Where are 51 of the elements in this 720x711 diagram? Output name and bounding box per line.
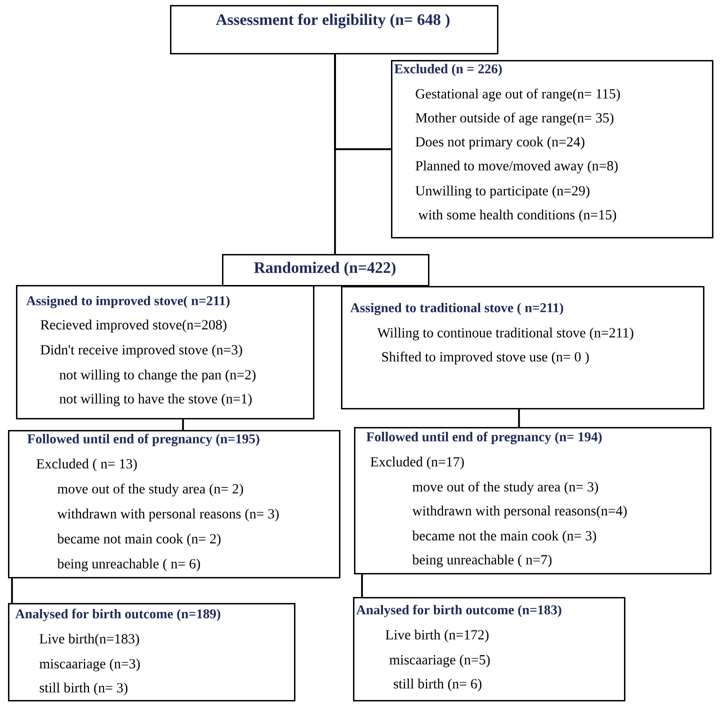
heading: Assigned to traditional stove ( n=211) (350, 302, 564, 316)
flow-box (391, 60, 714, 238)
flow-box (353, 597, 626, 702)
text-line: miscaariage (n=3) (40, 658, 140, 672)
text-line: with some health conditions (n=15) (418, 210, 616, 222)
flow-box (8, 603, 296, 702)
text-line: Gestational age out of range(n= 115) (416, 88, 620, 102)
text-line: being unreachable ( n=7) (412, 554, 552, 568)
text-line: Recieved improved stove(n=208) (40, 320, 226, 332)
text-line: not willing to change the pan (n=2) (60, 370, 256, 382)
heading: Randomized (n=422) (254, 262, 396, 276)
flow-box (170, 5, 498, 54)
text-line: Excluded ( n= 13) (36, 458, 137, 472)
text-line: Does not primary cook (n=24) (416, 136, 584, 150)
text-line: Shifted to improved stove use (n= 0 ) (382, 352, 589, 364)
heading: Assigned to improved stove( n=211) (26, 296, 230, 308)
text-line: being unreachable ( n= 6) (57, 558, 200, 572)
flow-box (8, 430, 340, 578)
heading: Analysed for birth outcome (n=183) (356, 604, 562, 618)
heading: Assessment for eligibility (n= 648 ) (216, 14, 450, 28)
text-line: move out of the study area (n= 2) (58, 484, 244, 496)
text-line: Unwilling to participate (n=29) (416, 186, 590, 198)
text-line: Live birth(n=183) (40, 634, 140, 646)
flow-box (222, 254, 430, 286)
text-line: withdrawn with personal reasons (n= 3) (57, 508, 279, 522)
connector-line (182, 419, 184, 430)
connector-line (334, 54, 391, 150)
text-line: became not the main cook (n= 3) (412, 530, 596, 544)
text-line: not willing to have the stove (n=1) (60, 394, 252, 406)
text-line: move out of the study area (n= 3) (412, 482, 598, 494)
heading: Followed until end of pregnancy (n= 194) (366, 432, 602, 444)
text-line: Live birth (n=172) (386, 630, 489, 642)
text-line: Mother outside of age range(n= 35) (416, 112, 614, 126)
connector-line (11, 578, 13, 603)
flow-box (16, 285, 314, 420)
text-line: still birth (n= 3) (40, 682, 128, 696)
text-line: Excluded (n=17) (370, 456, 464, 470)
flow-box (354, 427, 712, 574)
text-line: Planned to move/moved away (n=8) (416, 160, 618, 174)
text-line: withdrawn with personal reasons(n=4) (412, 506, 627, 518)
connector-line (518, 409, 520, 427)
heading: Followed until end of pregnancy (n=195) (27, 434, 260, 446)
text-line: became not main cook (n= 2) (57, 534, 221, 546)
flow-box (341, 286, 704, 410)
text-line: still birth (n= 6) (394, 678, 482, 692)
text-line: Willing to continoue traditional stove (n=211) (377, 328, 634, 340)
heading: Excluded (n = 226) (394, 64, 502, 76)
connector-line (361, 574, 363, 597)
heading: Analysed for birth outcome (n=189) (15, 608, 220, 622)
text-line: Didn't receive improved stove (n=3) (40, 344, 242, 358)
text-line: miscaariage (n=5) (390, 654, 490, 668)
